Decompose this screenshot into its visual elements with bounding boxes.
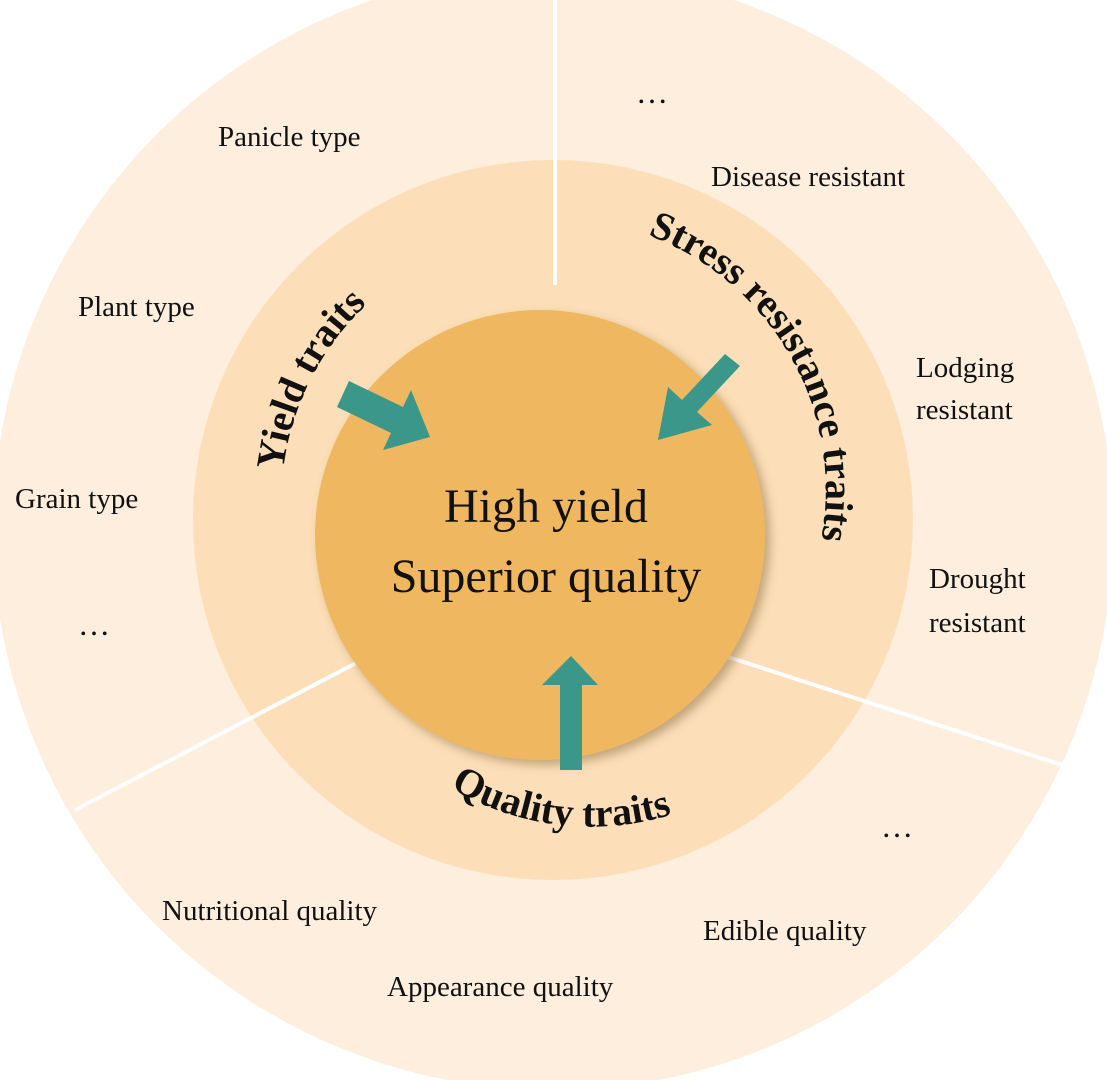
- yield-item-plant-type: Plant type: [78, 291, 195, 323]
- arrows: [337, 354, 740, 770]
- stress-item-drought-line2: resistant: [929, 607, 1026, 639]
- quality-item-nutritional: Nutritional quality: [162, 895, 378, 927]
- stress-item-drought-line1: Drought: [929, 563, 1026, 595]
- center-title-line1: High yield: [444, 480, 648, 533]
- arrow-stress-icon: [658, 354, 740, 440]
- yield-item-more: …: [78, 606, 110, 642]
- arrow-yield-icon: [337, 381, 430, 450]
- center-circle: [315, 310, 765, 760]
- quality-item-edible: Edible quality: [703, 915, 867, 947]
- quality-item-more: …: [881, 808, 913, 844]
- stress-item-more: …: [636, 74, 668, 110]
- arrow-quality-icon: [542, 656, 598, 770]
- center-title-line2: Superior quality: [391, 550, 702, 603]
- yield-item-panicle-type: Panicle type: [218, 121, 361, 153]
- divider-left: [74, 659, 361, 812]
- stress-item-lodging-line1: Lodging: [916, 352, 1014, 384]
- divider-right: [721, 653, 1063, 767]
- yield-item-grain-type: Grain type: [15, 483, 138, 515]
- quality-item-appearance: Appearance quality: [387, 971, 614, 1003]
- stress-item-disease-resistant: Disease resistant: [711, 161, 905, 193]
- sector-dividers: [74, 0, 1063, 812]
- stress-item-lodging-line2: resistant: [916, 394, 1013, 426]
